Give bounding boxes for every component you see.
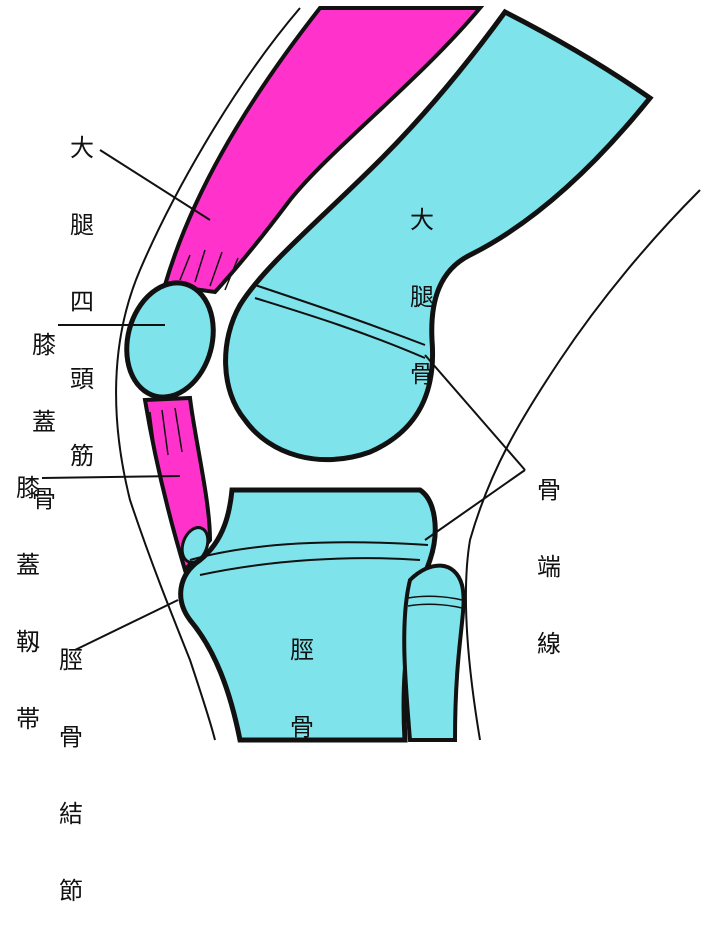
label-char: 骨 [408,362,436,391]
label-char: 骨 [57,725,85,754]
label-char: 節 [57,879,85,908]
label-char: 四 [68,290,96,319]
label-char: 蓋 [14,553,42,582]
knee-diagram [0,0,724,743]
skin-outline-back [466,190,700,740]
label-epiphyseal-line: 骨 端 線 [535,430,563,685]
label-char: 頭 [68,367,96,396]
label-char: 大 [68,136,96,165]
label-char: 膝 [14,476,42,505]
label-tibia: 脛 骨 [288,590,316,768]
label-char: 膝 [30,333,58,362]
pointer-tibial-tuberosity [75,600,178,650]
label-char: 帯 [14,707,42,736]
label-char: 骨 [535,478,563,507]
label-quadriceps: 大 腿 四 頭 筋 [68,88,96,497]
label-char: 骨 [288,715,316,744]
label-tibial-tuberosity: 脛 骨 結 節 [57,600,85,932]
label-char: 線 [535,632,563,661]
label-patellar-ligament: 膝 蓋 靱 帯 [14,428,42,760]
label-femur: 大 腿 骨 [408,160,436,415]
label-char: 結 [57,802,85,831]
label-char: 靱 [14,630,42,659]
label-char: 端 [535,555,563,584]
label-char: 筋 [68,444,96,473]
label-char: 大 [408,208,436,237]
label-char: 腿 [68,213,96,242]
pointer-epiphyseal-femur [425,355,525,470]
fibula-bone [404,566,463,740]
label-char: 脛 [57,648,85,677]
label-char: 腿 [408,285,436,314]
pointer-quadriceps [100,150,210,220]
label-char: 脛 [288,638,316,667]
pointer-epiphyseal-tibia [425,470,525,540]
